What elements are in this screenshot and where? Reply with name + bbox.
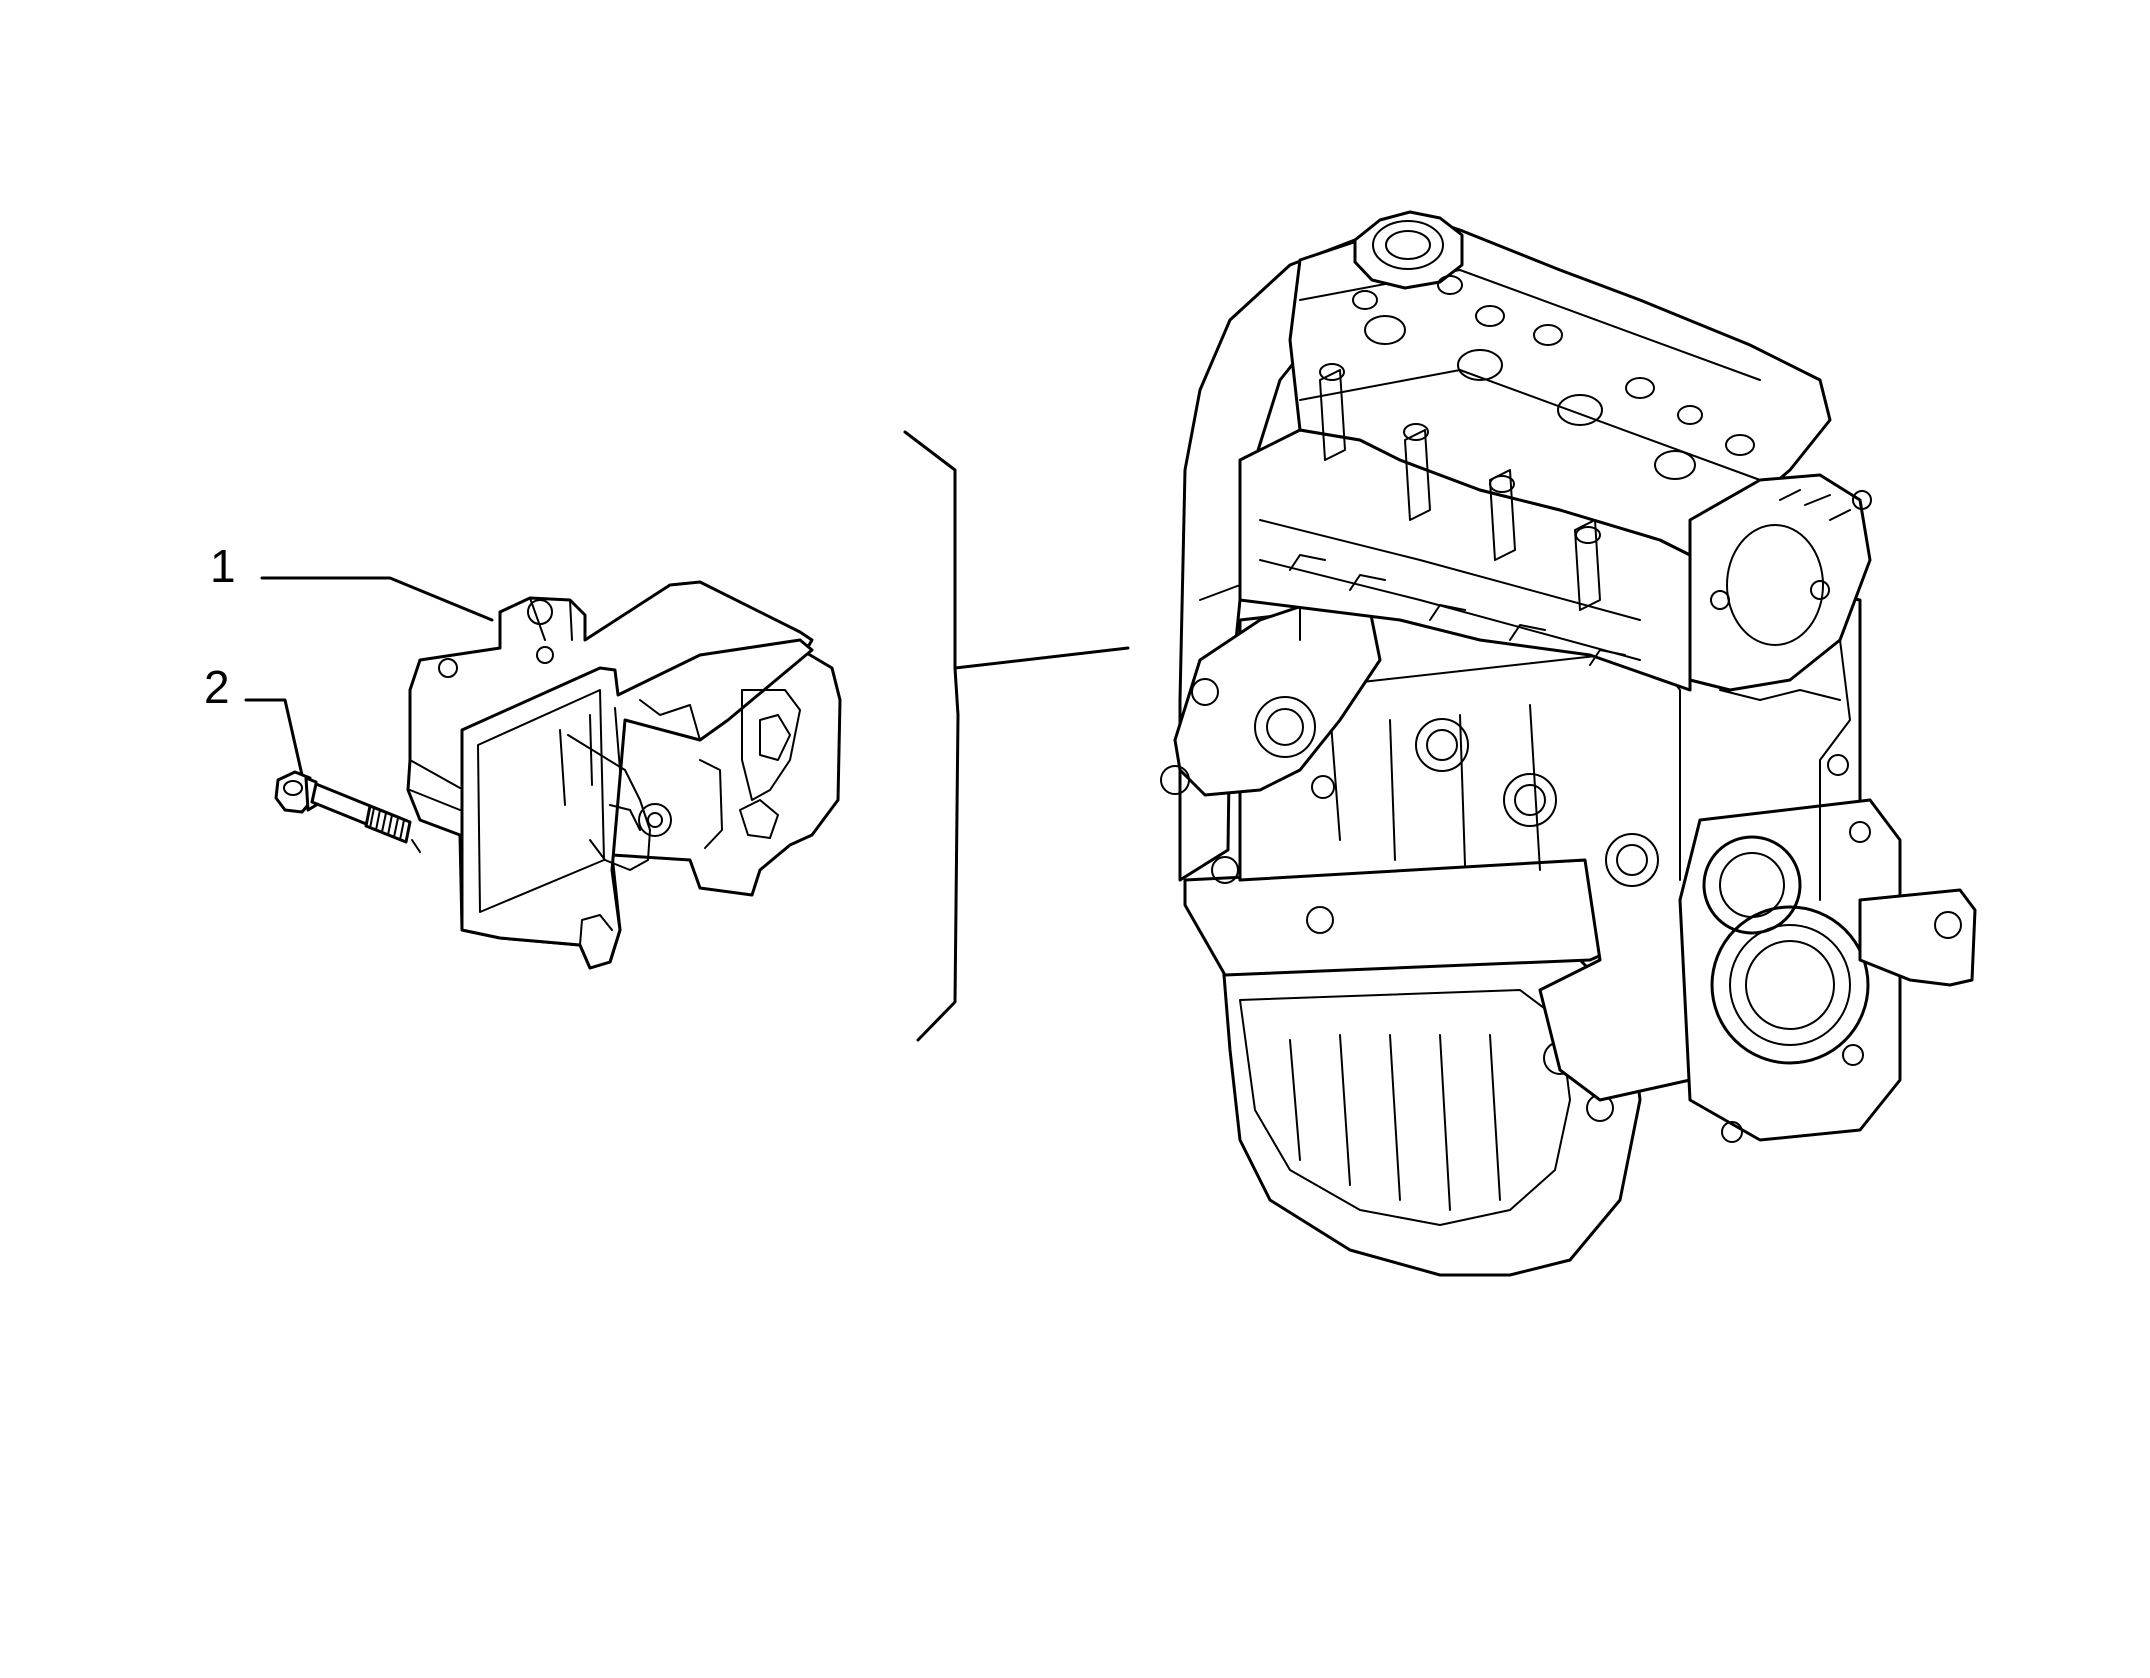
leader-line-2 bbox=[244, 698, 304, 777]
grouping-brace bbox=[903, 430, 1130, 1042]
engine-assembly bbox=[1160, 210, 1977, 1277]
callout-number-2: 2 bbox=[204, 661, 230, 713]
engine-mount-bracket bbox=[406, 580, 842, 970]
leader-line-1 bbox=[260, 576, 494, 622]
mounting-bolt bbox=[274, 770, 421, 853]
callout-number-1: 1 bbox=[210, 540, 236, 592]
